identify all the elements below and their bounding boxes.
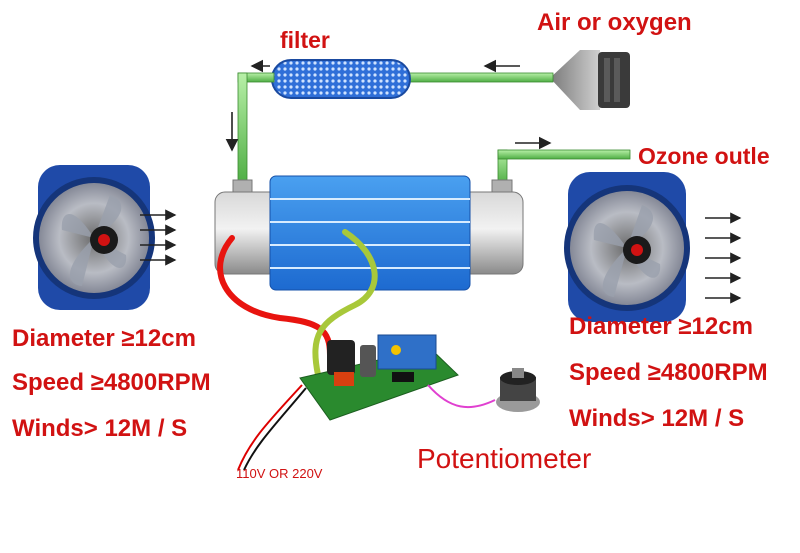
ozone-outlet-label: Ozone outle (638, 143, 770, 169)
right-fan-diameter-spec: Diameter ≥12cm (569, 313, 753, 340)
left-fan-airflow-arrows (140, 209, 177, 266)
filter-outlet-pipe (232, 72, 275, 193)
power-input-wires (237, 384, 307, 471)
flow-arrows (225, 59, 552, 152)
inlet-pipe (407, 72, 554, 83)
left-fan-speed-spec: Speed ≥4800RPM (12, 369, 211, 396)
yellow-green-wire (312, 229, 378, 378)
power-input-label: 110V OR 220V (236, 466, 323, 481)
right-fan-airflow-arrows (705, 212, 742, 304)
potentiometer-wire (427, 384, 496, 409)
high-voltage-wires (217, 229, 378, 378)
right-cooling-fan (564, 172, 690, 322)
air-inlet-nozzle (550, 50, 630, 110)
filter-label: filter (280, 27, 330, 53)
right-fan-winds-spec: Winds> 12M / S (569, 405, 744, 432)
ozone-generator-tube (214, 175, 524, 291)
right-fan-speed-spec: Speed ≥4800RPM (569, 359, 768, 386)
potentiometer-label: Potentiometer (417, 443, 591, 474)
filter-cartridge (271, 59, 411, 99)
potentiometer-knob (427, 368, 540, 412)
ozone-outlet-pipe (491, 149, 631, 193)
left-fan-winds-spec: Winds> 12M / S (12, 415, 187, 442)
left-cooling-fan (33, 165, 155, 310)
left-fan-diameter-spec: Diameter ≥12cm (12, 325, 196, 352)
air-source-label: Air or oxygen (537, 9, 692, 36)
red-wire (217, 235, 333, 358)
power-supply-board (299, 334, 459, 421)
